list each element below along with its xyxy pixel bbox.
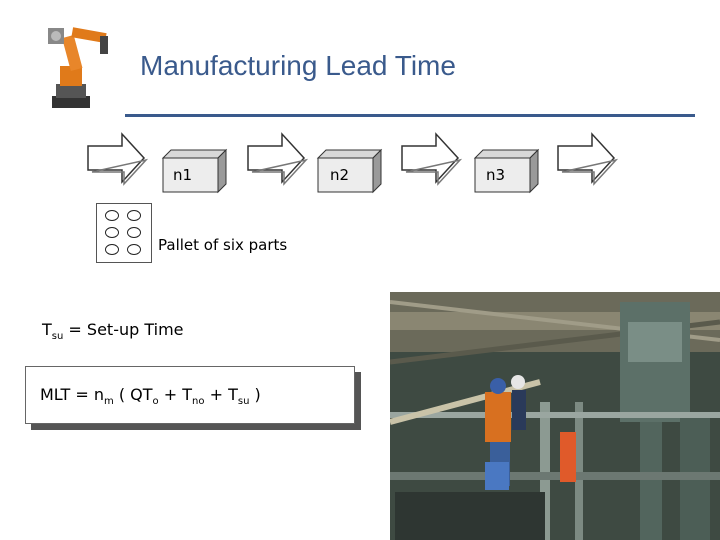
title-rule — [125, 114, 695, 117]
formula-qt-sub: o — [152, 396, 159, 408]
part-icon — [127, 210, 141, 221]
station-box — [161, 148, 228, 194]
station-box — [316, 148, 383, 194]
mlt-formula: MLT = nm ( QTo + Tno + Tsu ) — [25, 366, 355, 424]
flow-diagram — [87, 133, 617, 194]
setup-time-definition: Tsu = Set-up Time — [42, 320, 184, 342]
flow-arrow — [247, 133, 307, 185]
flow-arrow — [557, 133, 617, 185]
part-icon — [105, 227, 119, 238]
setup-symbol-subscript: su — [51, 331, 64, 343]
pallet-icon — [96, 203, 152, 263]
formula-tno-sub: no — [192, 396, 205, 408]
industrial-robot-icon — [48, 27, 108, 108]
station-label-n3: n3 — [486, 166, 506, 184]
formula-plus2: + T — [204, 385, 238, 404]
setup-text: = Set-up Time — [63, 320, 184, 339]
formula-nm-sub: m — [104, 396, 114, 408]
formula-lhs: MLT = n — [40, 385, 105, 404]
flow-arrow — [87, 133, 147, 185]
part-icon — [127, 227, 141, 238]
part-icon — [105, 244, 119, 255]
formula-open: ( QT — [113, 385, 153, 404]
flow-arrow — [401, 133, 461, 185]
setup-symbol: T — [42, 320, 52, 339]
formula-tsu-sub: su — [237, 396, 250, 408]
pallet-label: Pallet of six parts — [158, 236, 288, 254]
factory-workers-photo — [390, 292, 720, 540]
part-icon — [127, 244, 141, 255]
station-box — [473, 148, 540, 194]
station-label-n2: n2 — [330, 166, 350, 184]
station-label-n1: n1 — [173, 166, 193, 184]
part-icon — [105, 210, 119, 221]
slide-title: Manufacturing Lead Time — [140, 50, 456, 81]
formula-close: ) — [249, 385, 261, 404]
formula-plus1: + T — [158, 385, 193, 404]
